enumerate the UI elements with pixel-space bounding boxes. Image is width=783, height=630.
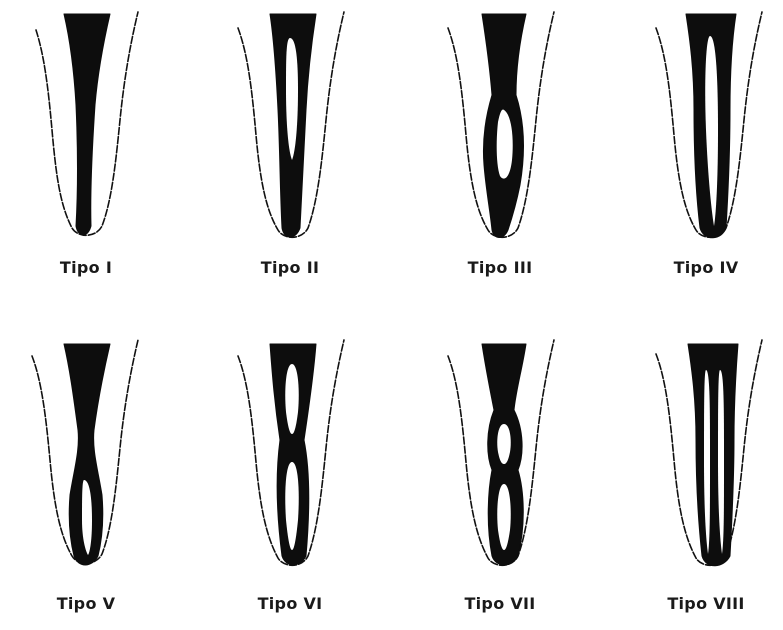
root-canal-type-5-icon — [6, 330, 166, 580]
root-canal-type-3-icon — [420, 0, 580, 250]
type-label: Tipo VII — [420, 594, 580, 613]
root-type-6: Tipo VI — [210, 330, 370, 630]
root-type-7: Tipo VII — [420, 330, 580, 630]
root-canal-type-1-icon — [6, 0, 166, 250]
root-type-1: Tipo I — [6, 0, 166, 300]
type-label: Tipo VIII — [626, 594, 783, 613]
root-type-4: Tipo IV — [626, 0, 783, 300]
root-canal-type-6-icon — [210, 330, 370, 580]
root-type-5: Tipo V — [6, 330, 166, 630]
root-type-3: Tipo III — [420, 0, 580, 300]
type-label: Tipo V — [6, 594, 166, 613]
root-type-2: Tipo II — [210, 0, 370, 300]
root-canal-type-7-icon — [420, 330, 580, 580]
root-canal-type-8-icon — [626, 330, 783, 580]
root-canal-type-4-icon — [626, 0, 783, 250]
root-canal-type-2-icon — [210, 0, 370, 250]
type-label: Tipo III — [420, 258, 580, 277]
root-type-8: Tipo VIII — [626, 330, 783, 630]
type-label: Tipo VI — [210, 594, 370, 613]
type-label: Tipo IV — [626, 258, 783, 277]
type-label: Tipo II — [210, 258, 370, 277]
type-label: Tipo I — [6, 258, 166, 277]
